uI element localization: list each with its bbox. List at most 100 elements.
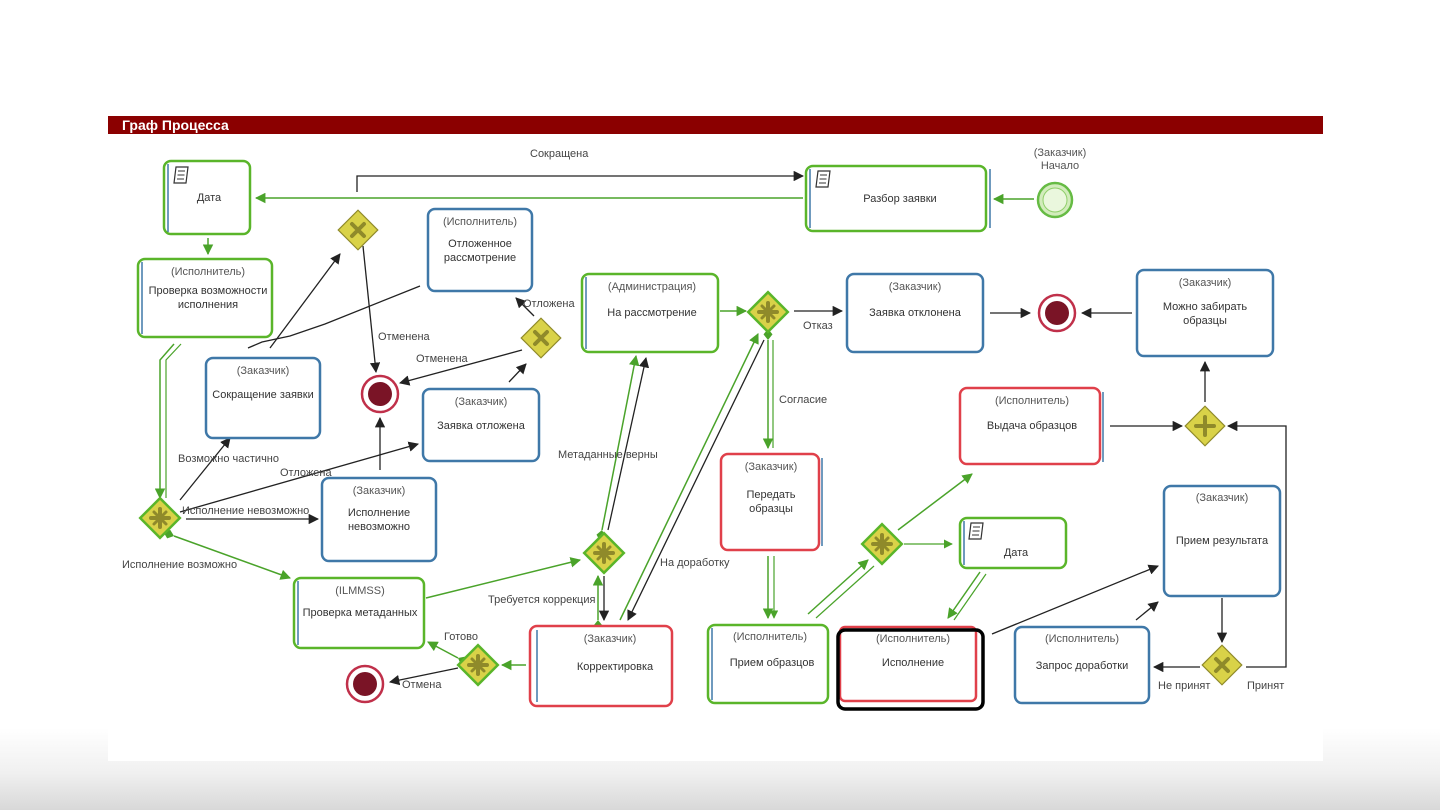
task-name: Запрос доработки bbox=[1036, 660, 1128, 672]
label-trebuetsya: Требуется коррекция bbox=[488, 594, 595, 606]
task-role: (Исполнитель) bbox=[733, 631, 807, 643]
task-role: (Заказчик) bbox=[1196, 492, 1249, 504]
task-role: (Заказчик) bbox=[353, 485, 406, 497]
task-peredat-obraztsy[interactable]: (Заказчик) Передать образцы bbox=[719, 452, 823, 552]
task-sokrashchenie-zayavki[interactable]: (Заказчик) Сокращение заявки bbox=[204, 356, 322, 440]
flow-plus-to-vydacha bbox=[897, 473, 973, 531]
flow-gotovo bbox=[427, 641, 468, 665]
task-otlozhennoe-rassmotrenie[interactable]: (Исполнитель) Отложенное рассмотрение bbox=[426, 207, 534, 293]
label-otmenena-2: Отменена bbox=[416, 353, 469, 365]
task-role: (Исполнитель) bbox=[876, 633, 950, 645]
task-name: Дата bbox=[1004, 547, 1029, 559]
flow-otlozh-to-meta bbox=[247, 285, 421, 349]
task-name: образцы bbox=[749, 503, 793, 515]
flow-na-dorabotku bbox=[627, 339, 765, 621]
end-event-icon[interactable] bbox=[345, 664, 385, 704]
task-role: (Заказчик) bbox=[237, 365, 290, 377]
task-name: На рассмотрение bbox=[607, 307, 696, 319]
exclusive-gateway-icon[interactable] bbox=[337, 209, 379, 251]
flow-korr-to-gw2 bbox=[619, 333, 759, 621]
task-name: Отложенное bbox=[448, 238, 512, 250]
flow-gw-x-to-end bbox=[362, 245, 381, 374]
parallel-gateway-icon[interactable] bbox=[1184, 405, 1226, 447]
task-na-rassmotrenie[interactable]: (Администрация) На рассмотрение bbox=[580, 272, 720, 354]
script-icon bbox=[173, 166, 189, 184]
flow-sokrashch-to-gw bbox=[269, 253, 341, 349]
tasks: Дата Разбор заявки (Исполнитель) Проверк… bbox=[136, 159, 1282, 711]
label-sokrashchena: Сокращена bbox=[530, 148, 589, 160]
task-ispolnenie-active[interactable]: (Исполнитель) Исполнение bbox=[836, 625, 985, 711]
flow-zapros-to-priem bbox=[1135, 601, 1159, 621]
task-zayavka-otklonena[interactable]: (Заказчик) Заявка отклонена bbox=[845, 272, 985, 354]
task-mozhno-zabirat[interactable]: (Заказчик) Можно забирать образцы bbox=[1135, 268, 1275, 358]
flow-gw-to-rassm bbox=[596, 354, 640, 542]
sequence-flows bbox=[154, 170, 1287, 686]
task-role: (Заказчик) bbox=[745, 461, 798, 473]
flow-sokrashchena bbox=[356, 170, 805, 192]
task-name: Исполнение bbox=[348, 507, 410, 519]
exclusive-gateway-icon[interactable] bbox=[1201, 644, 1243, 686]
task-name: Исполнение bbox=[882, 657, 944, 669]
task-korrektirovka[interactable]: (Заказчик) Корректировка bbox=[528, 624, 674, 708]
task-name: образцы bbox=[1183, 315, 1227, 327]
task-role: (ILMMSS) bbox=[335, 585, 385, 597]
flow-zayavka-otlozh-to-gw bbox=[508, 363, 527, 383]
end-event-icon[interactable] bbox=[360, 374, 400, 414]
task-zapros-dorabotki[interactable]: (Исполнитель) Запрос доработки bbox=[1013, 625, 1151, 705]
task-ispolnenie-nevozmozhno[interactable]: (Заказчик) Исполнение невозможно bbox=[320, 476, 438, 563]
task-razbor-zayavki[interactable]: Разбор заявки bbox=[804, 164, 991, 233]
complex-gateway-icon[interactable] bbox=[582, 531, 626, 575]
events: (Заказчик) Начало bbox=[345, 147, 1087, 704]
gateways bbox=[138, 209, 1243, 687]
flow-ispoln-vozm bbox=[163, 529, 291, 580]
start-event-role: (Заказчик) bbox=[1034, 147, 1087, 159]
flow-priem-to-plus bbox=[807, 559, 869, 615]
task-name: Корректировка bbox=[577, 661, 654, 673]
flow-otmenena-2 bbox=[398, 349, 523, 386]
complex-gateway-icon[interactable] bbox=[456, 643, 500, 687]
flow-meta-to-gw bbox=[425, 557, 582, 599]
task-priem-rezultata[interactable]: (Заказчик) Прием результата bbox=[1162, 484, 1282, 598]
end-event-icon[interactable] bbox=[1037, 293, 1077, 333]
task-role: (Заказчик) bbox=[1179, 277, 1232, 289]
task-data-top[interactable]: Дата bbox=[162, 159, 252, 236]
complex-gateway-icon[interactable] bbox=[746, 290, 790, 334]
task-data-mid[interactable]: Дата bbox=[958, 516, 1068, 570]
flow-data-to-ispolnenie-2 bbox=[953, 573, 987, 621]
task-vydacha-obraztsov[interactable]: (Исполнитель) Выдача образцов bbox=[958, 386, 1104, 466]
label-na-dorabotku: На доработку bbox=[660, 557, 730, 569]
label-otmena: Отмена bbox=[402, 679, 442, 691]
task-name: Разбор заявки bbox=[863, 193, 936, 205]
flow-proverka-to-gw bbox=[154, 343, 175, 500]
label-ne-prinyat: Не принят bbox=[1158, 680, 1210, 692]
flow-proverka-to-gw-2 bbox=[165, 343, 182, 498]
task-name: невозможно bbox=[348, 521, 410, 533]
task-name: Прием образцов bbox=[730, 657, 815, 669]
task-name: Проверка возможности bbox=[149, 285, 268, 297]
task-name: Сокращение заявки bbox=[212, 389, 313, 401]
task-name: Проверка метаданных bbox=[303, 607, 418, 619]
task-role: (Администрация) bbox=[608, 281, 696, 293]
task-name: Выдача образцов bbox=[987, 420, 1077, 432]
start-event-label: Начало bbox=[1041, 160, 1079, 172]
task-zayavka-otlozhena[interactable]: (Заказчик) Заявка отложена bbox=[421, 387, 541, 463]
flow-otlozhena-top bbox=[515, 297, 535, 317]
complex-gateway-icon[interactable] bbox=[138, 496, 182, 540]
task-proverka-vozmozhnosti[interactable]: (Исполнитель) Проверка возможности испол… bbox=[136, 257, 274, 339]
start-event[interactable]: (Заказчик) Начало bbox=[1034, 147, 1087, 219]
task-proverka-metadannykh[interactable]: (ILMMSS) Проверка метаданных bbox=[292, 576, 426, 650]
flow-prinyat bbox=[1226, 420, 1287, 668]
task-name: рассмотрение bbox=[444, 252, 516, 264]
edge-labels: Сокращена Отложена Отменена Отменена Отк… bbox=[122, 148, 1284, 692]
complex-gateway-icon[interactable] bbox=[860, 522, 904, 566]
flow-otmena bbox=[388, 667, 459, 686]
task-role: (Исполнитель) bbox=[443, 216, 517, 228]
label-ispoln-vozm: Исполнение возможно bbox=[122, 559, 237, 571]
script-icon bbox=[815, 170, 831, 188]
task-name: Прием результата bbox=[1176, 535, 1269, 547]
label-gotovo: Готово bbox=[444, 631, 478, 643]
flow-priem-to-plus-2 bbox=[815, 565, 875, 619]
task-priem-obraztsov[interactable]: (Исполнитель) Прием образцов bbox=[706, 623, 830, 705]
exclusive-gateway-icon[interactable] bbox=[520, 317, 562, 359]
task-role: (Заказчик) bbox=[889, 281, 942, 293]
